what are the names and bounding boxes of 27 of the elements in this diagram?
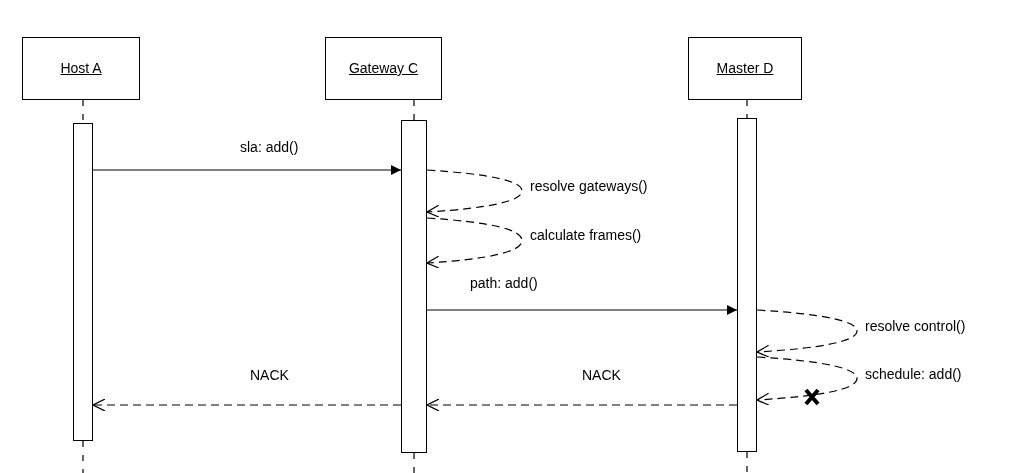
self-call-arrow xyxy=(426,169,523,218)
edge-label: NACK xyxy=(582,368,621,382)
message-arrow xyxy=(426,305,738,315)
activation-bar xyxy=(401,120,427,453)
lifeline xyxy=(82,440,84,473)
lifeline xyxy=(746,99,748,119)
participant-box: Master D xyxy=(688,37,802,100)
edge-label: sla: add() xyxy=(240,140,299,154)
edge-label: schedule: add() xyxy=(865,367,962,381)
lifeline xyxy=(413,452,415,473)
participant-box: Gateway C xyxy=(325,37,442,100)
self-call-arrow xyxy=(756,309,858,358)
self-call-arrow xyxy=(426,217,523,269)
activation-bar xyxy=(73,123,93,441)
lifeline xyxy=(413,99,415,121)
self-call-arrow xyxy=(756,356,858,406)
message-arrow xyxy=(92,398,402,412)
message-arrow xyxy=(92,165,402,175)
edge-label: resolve gateways() xyxy=(530,179,648,193)
participant-box: Host A xyxy=(22,37,140,100)
edge-label: NACK xyxy=(250,368,289,382)
activation-bar xyxy=(737,118,757,452)
edge-label: calculate frames() xyxy=(530,228,642,242)
lifeline xyxy=(746,451,748,473)
message-arrow xyxy=(426,398,738,412)
edge-label: resolve control() xyxy=(865,319,966,333)
edge-label: path: add() xyxy=(470,276,538,290)
